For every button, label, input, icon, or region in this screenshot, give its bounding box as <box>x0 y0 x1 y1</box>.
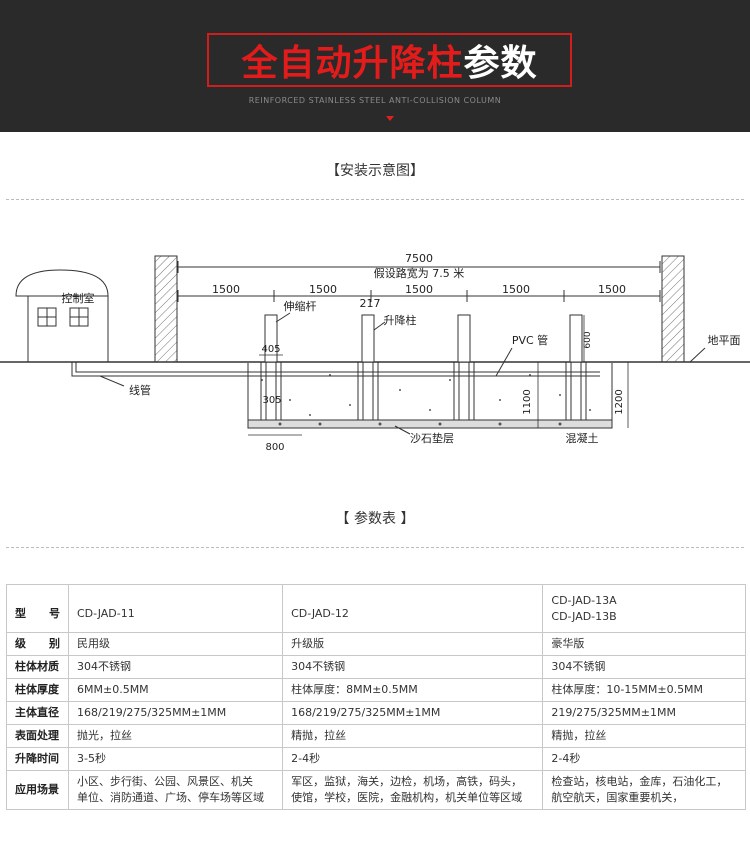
model-cell: CD-JAD-12 <box>282 584 544 633</box>
cell-line: 使馆，学校，医院，金融机构，机关单位等区域 <box>291 791 523 804</box>
table-cell: 精抛，拉丝 <box>282 724 544 748</box>
cell-line: 军区，监狱，海关，边检，机场，高铁，码头， <box>291 775 523 788</box>
row-label: 型 号 <box>6 584 69 633</box>
model-line: CD-JAD-13A <box>551 593 617 607</box>
table-cell: 168/219/275/325MM±1MM <box>67 701 284 725</box>
table-cell: 豪华版 <box>542 632 746 656</box>
right-wall <box>661 255 685 363</box>
params-table: 型 号 CD-JAD-11 CD-JAD-12 CD-JAD-13A CD-JA… <box>6 584 746 810</box>
params-section-title: 【 参数表 】 <box>335 511 415 527</box>
columns <box>260 314 587 421</box>
total-width-label: 7500 <box>405 252 433 265</box>
conduit-pipe <box>71 362 600 377</box>
ground-label: 地平面 <box>708 334 741 347</box>
table-row: 级 别 民用级 升级版 豪华版 <box>6 632 746 656</box>
diameter-label: 217 <box>360 297 381 310</box>
table-cell: 小区、步行街、公园、风景区、机关 单位、消防通道、广场、停车场等区域 <box>67 770 284 810</box>
table-cell: 3-5秒 <box>67 747 284 771</box>
installation-diagram: 7500 假设路宽为 7.5 米 1500 1500 1500 1500 150… <box>0 252 750 453</box>
concrete-speckles <box>261 374 591 426</box>
table-cell: 6MM±0.5MM <box>67 678 284 702</box>
control-room-building <box>15 269 109 363</box>
span-label: 1500 <box>598 283 626 296</box>
depth-305-label: 305 <box>262 395 281 406</box>
row-label: 级 别 <box>6 632 69 656</box>
row-label: 柱体材质 <box>6 655 69 679</box>
cell-line: 检查站，核电站，金库，石油化工， <box>551 775 728 788</box>
cell-line: 小区、步行街、公园、风景区、机关 <box>77 775 253 788</box>
road-width-label: 假设路宽为 7.5 米 <box>374 266 465 280</box>
table-cell: 219/275/325MM±1MM <box>542 701 746 725</box>
header-banner: 全自动升降柱参数 REINFORCED STAINLESS STEEL ANTI… <box>0 0 750 132</box>
pvc-pipe-label: PVC 管 <box>512 333 548 347</box>
span-label: 1500 <box>212 283 240 296</box>
table-cell: 民用级 <box>67 632 284 656</box>
table-row: 柱体厚度 6MM±0.5MM 柱体厚度：8MM±0.5MM 柱体厚度：10-15… <box>6 678 746 702</box>
table-cell: 军区，监狱，海关，边检，机场，高铁，码头， 使馆，学校，医院，金融机构，机关单位… <box>282 770 544 810</box>
depth-1100-label: 1100 <box>522 389 533 414</box>
table-cell: 精抛，拉丝 <box>542 724 746 748</box>
control-room-label: 控制室 <box>62 291 95 305</box>
table-row: 柱体材质 304不锈钢 304不锈钢 304不锈钢 <box>6 655 746 679</box>
page-subtitle: REINFORCED STAINLESS STEEL ANTI-COLLISIO… <box>248 96 502 105</box>
model-cell: CD-JAD-13A CD-JAD-13B <box>542 584 746 633</box>
page-title: 全自动升降柱参数 <box>209 35 570 85</box>
depth-1200-label: 1200 <box>614 389 625 414</box>
cell-line: 航空航天，国家重要机关， <box>551 791 684 804</box>
telescopic-rod-label: 伸缩杆 <box>284 299 317 313</box>
row-label: 主体直径 <box>6 701 69 725</box>
divider <box>6 199 744 200</box>
table-cell: 304不锈钢 <box>67 655 284 679</box>
table-cell: 检查站，核电站，金库，石油化工， 航空航天，国家重要机关， <box>542 770 746 810</box>
gravel-label: 沙石垫层 <box>410 431 454 445</box>
diagram-section-title: 【安装示意图】 <box>326 163 424 179</box>
table-row: 型 号 CD-JAD-11 CD-JAD-12 CD-JAD-13A CD-JA… <box>6 584 746 633</box>
title-white-part: 参数 <box>463 43 538 84</box>
base-width-label: 800 <box>265 442 284 453</box>
table-cell: 168/219/275/325MM±1MM <box>282 701 544 725</box>
model-cell: CD-JAD-11 <box>67 584 284 633</box>
divider <box>6 547 744 548</box>
title-red-part: 全自动升降柱 <box>241 43 464 84</box>
triangle-down-icon <box>386 116 394 121</box>
row-label: 柱体厚度 <box>6 678 69 702</box>
table-row: 主体直径 168/219/275/325MM±1MM 168/219/275/3… <box>6 701 746 725</box>
table-cell: 柱体厚度：10-15MM±0.5MM <box>542 678 746 702</box>
table-row: 表面处理 抛光，拉丝 精抛，拉丝 精抛，拉丝 <box>6 724 746 748</box>
span-label: 1500 <box>405 283 433 296</box>
table-cell: 2-4秒 <box>282 747 544 771</box>
table-cell: 抛光，拉丝 <box>67 724 284 748</box>
table-cell: 柱体厚度：8MM±0.5MM <box>282 678 544 702</box>
table-cell: 304不锈钢 <box>282 655 544 679</box>
model-line: CD-JAD-13B <box>551 609 617 623</box>
column-label: 升降柱 <box>384 313 417 327</box>
hole-width-label: 405 <box>261 344 280 355</box>
pipe-label: 线管 <box>129 383 151 397</box>
title-frame: 全自动升降柱参数 <box>207 33 572 87</box>
cell-line: 单位、消防通道、广场、停车场等区域 <box>77 791 264 804</box>
table-cell: 304不锈钢 <box>542 655 746 679</box>
left-wall <box>154 255 178 363</box>
span-label: 1500 <box>309 283 337 296</box>
span-label: 1500 <box>502 283 530 296</box>
table-cell: 2-4秒 <box>542 747 746 771</box>
row-label: 升降时间 <box>6 747 69 771</box>
table-cell: 升级版 <box>282 632 544 656</box>
height-600-label: 600 <box>583 331 593 348</box>
table-row: 应用场景 小区、步行街、公园、风景区、机关 单位、消防通道、广场、停车场等区域 … <box>6 770 746 810</box>
concrete-label: 混凝土 <box>566 431 599 445</box>
dimension-lines <box>177 261 661 302</box>
table-row: 升降时间 3-5秒 2-4秒 2-4秒 <box>6 747 746 771</box>
row-label: 应用场景 <box>6 770 69 810</box>
row-label: 表面处理 <box>6 724 69 748</box>
foundation-pit <box>247 363 613 429</box>
